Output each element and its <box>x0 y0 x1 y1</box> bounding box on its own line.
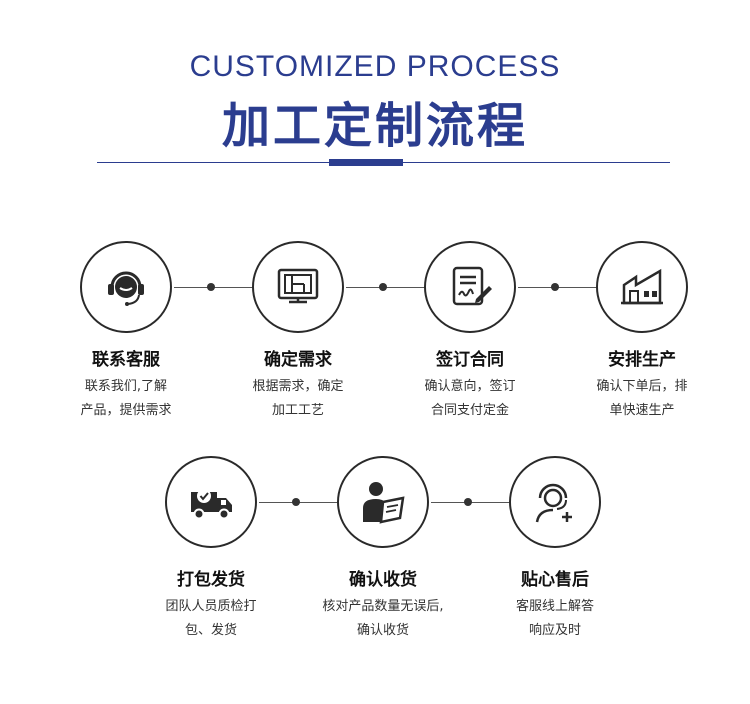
headset-icon <box>108 271 144 306</box>
step-description: 确认意向，签订合同支付定金 <box>424 379 516 418</box>
header-title-zh: 加工定制流程 <box>221 98 528 154</box>
step-circle-production <box>596 241 688 333</box>
connector-dot <box>207 283 215 291</box>
delivery-truck-icon <box>191 489 232 520</box>
connector-dot <box>292 498 300 506</box>
step-circle-receipt <box>337 456 429 548</box>
step-title: 确定需求 <box>264 350 332 370</box>
blueprint-icon <box>277 268 319 304</box>
step-title: 签订合同 <box>436 350 504 370</box>
person-checking-icon <box>363 482 405 524</box>
step-description: 联系我们,了解产品，提供需求 <box>80 379 172 418</box>
connector-dot <box>379 283 387 291</box>
step-title: 安排生产 <box>608 350 676 370</box>
factory-icon <box>621 268 663 305</box>
connector-dot <box>464 498 472 506</box>
header-title-en: CUSTOMIZED PROCESS <box>189 50 561 83</box>
contract-sign-icon <box>452 266 492 306</box>
step-circle-contact <box>80 241 172 333</box>
step-description: 根据需求，确定加工工艺 <box>252 379 344 418</box>
support-agent-icon <box>535 483 572 523</box>
step-description: 核对产品数量无误后,确认收货 <box>322 599 444 638</box>
header-divider-accent <box>329 159 403 166</box>
step-description: 客服线上解答响应及时 <box>515 599 594 638</box>
step-circle-contract <box>424 241 516 333</box>
step-circle-after-sales <box>509 456 601 548</box>
step-circle-requirements <box>252 241 344 333</box>
connector-dot <box>551 283 559 291</box>
step-circle-shipping <box>165 456 257 548</box>
step-title: 联系客服 <box>92 350 160 370</box>
step-title: 贴心售后 <box>521 570 589 590</box>
step-title: 确认收货 <box>349 570 417 590</box>
step-description: 团队人员质检打包、发货 <box>165 599 257 638</box>
step-description: 确认下单后，排单快速生产 <box>596 379 688 418</box>
step-title: 打包发货 <box>177 570 245 590</box>
